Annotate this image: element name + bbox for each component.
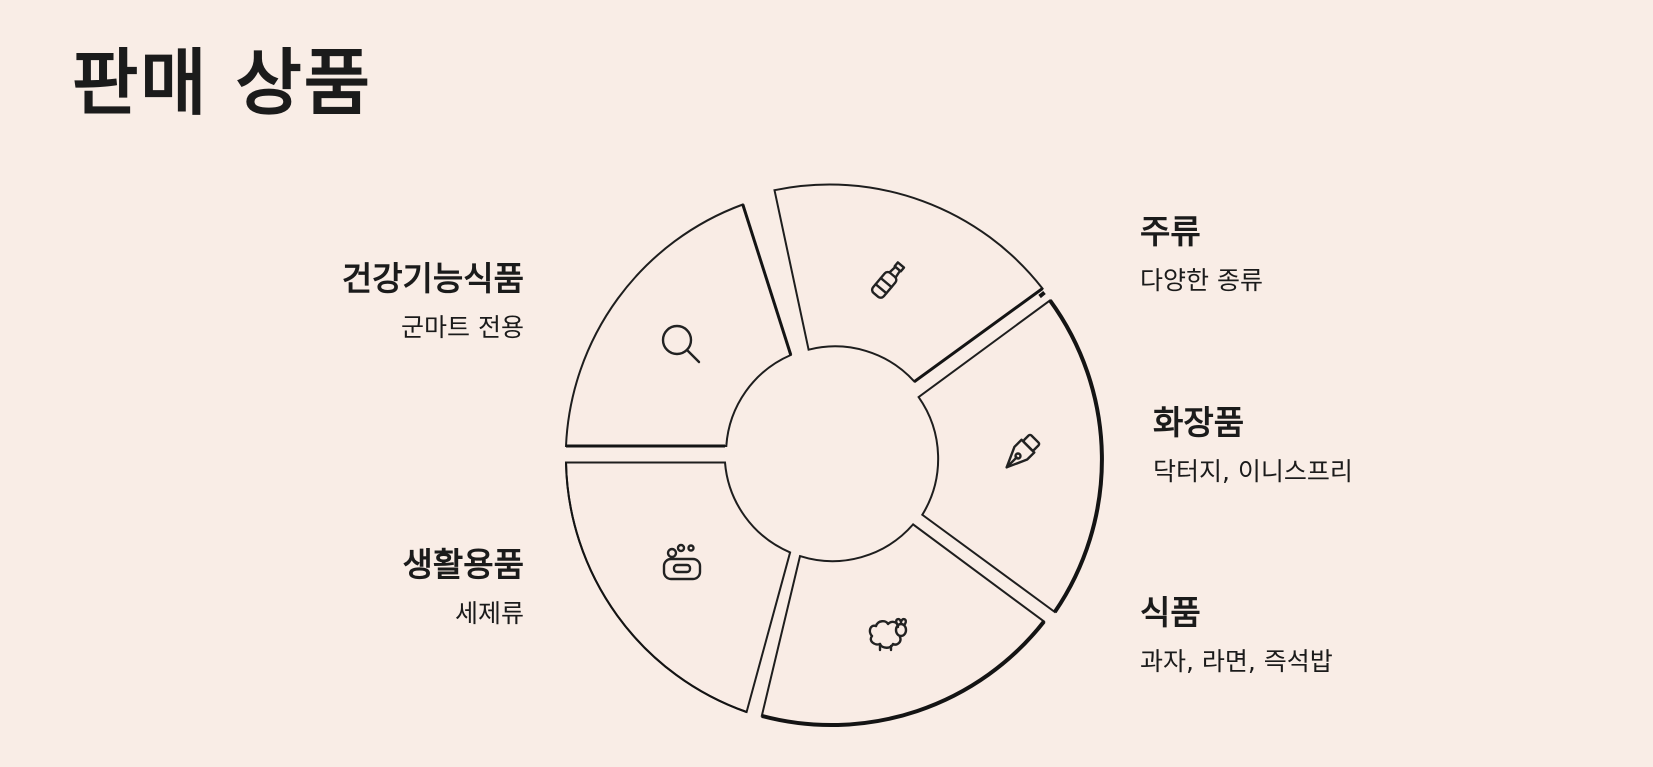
segment-liquor [773, 183, 1046, 383]
label-liquor: 주류 다양한 종류 [1140, 212, 1263, 296]
label-household: 생활용품 세제류 [403, 545, 524, 629]
pen-nib-icon [1005, 433, 1041, 469]
label-cosmetics-heading: 화장품 [1153, 403, 1245, 442]
magnifier-icon [661, 324, 701, 364]
label-household-description: 세제류 [454, 598, 524, 628]
label-liquor-heading: 주류 [1140, 212, 1201, 251]
page-title: 판매 상품 [72, 41, 373, 125]
label-health: 건강기능식품 군마트 전용 [342, 259, 524, 343]
label-household-heading: 생활용품 [402, 545, 524, 584]
label-cosmetics-description: 닥터지, 이니스프리 [1153, 456, 1353, 486]
bottle-icon [870, 261, 906, 299]
soap-icon [662, 543, 702, 581]
sheep-icon [868, 617, 908, 652]
label-food-heading: 식품 [1140, 593, 1201, 632]
label-health-heading: 건강기능식품 [341, 259, 524, 298]
label-food: 식품 과자, 라면, 즉석밥 [1140, 593, 1333, 677]
label-health-description: 군마트 전용 [401, 312, 524, 342]
label-liquor-description: 다양한 종류 [1140, 265, 1263, 295]
label-cosmetics: 화장품 닥터지, 이니스프리 [1153, 403, 1353, 487]
label-food-description: 과자, 라면, 즉석밥 [1140, 646, 1333, 676]
